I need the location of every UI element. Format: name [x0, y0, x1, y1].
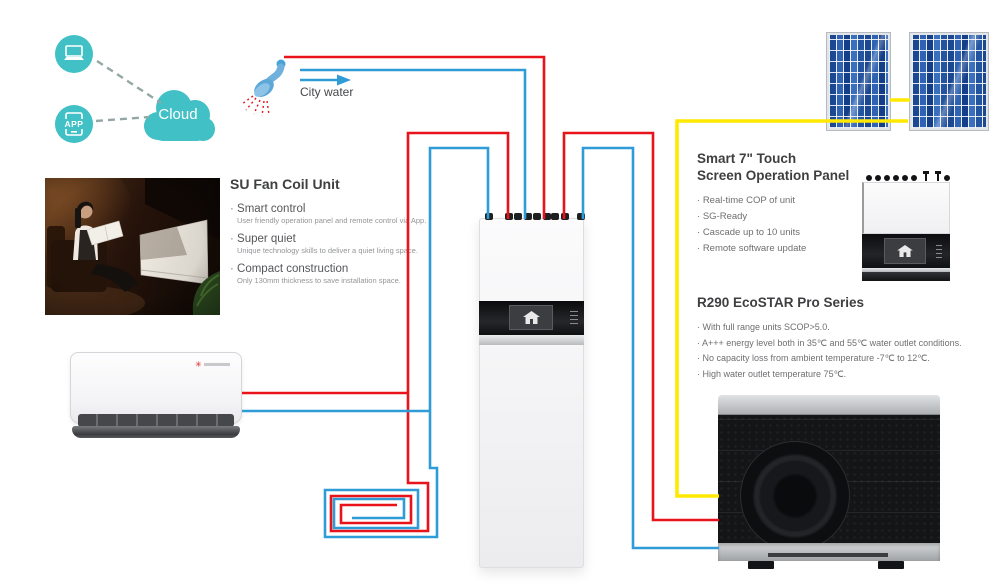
- lifestyle-photo: [45, 178, 220, 315]
- feature-item: Smart control User friendly operation pa…: [230, 203, 435, 225]
- r290-section: R290 EcoSTAR Pro Series With full range …: [697, 294, 995, 382]
- app-label: APP: [64, 119, 84, 129]
- smart-panel-section: Smart 7" Touch Screen Operation Panel Re…: [697, 150, 912, 257]
- brand-logo: ✳: [195, 360, 230, 369]
- fan-coil-section: SU Fan Coil Unit Smart control User frie…: [230, 176, 435, 293]
- pipe-port: [577, 213, 585, 220]
- tower-screen: [509, 305, 553, 330]
- pipe-port: [543, 213, 551, 220]
- cloud-icon: [138, 84, 218, 144]
- heat-pump-outdoor-unit: [718, 395, 940, 571]
- house-icon: [522, 311, 540, 324]
- heat-pump-slot: [768, 553, 888, 557]
- brand-logo-icon: ✳: [195, 360, 202, 369]
- connector-knob: [923, 171, 929, 181]
- pipe-port: [561, 213, 569, 220]
- r290-title: R290 EcoSTAR Pro Series: [697, 295, 865, 310]
- pipe-port: [505, 213, 513, 220]
- device-base: [862, 272, 950, 281]
- solar-panel-icon: [826, 32, 891, 131]
- pipe-port: [485, 213, 493, 220]
- smart-panel-title: Smart 7" Touch Screen Operation Panel: [697, 151, 850, 183]
- laptop-circle: [55, 35, 93, 73]
- wall-fan-coil-unit: ✳: [70, 352, 242, 440]
- connector-knob: [935, 171, 941, 181]
- feature-item: Super quiet Unique technology skills to …: [230, 233, 435, 255]
- smart-panel-bullets: Real-time COP of unit SG-Ready Cascade u…: [697, 193, 912, 257]
- heat-pump-foot: [878, 561, 904, 569]
- fan-icon: [740, 441, 850, 551]
- indoor-tower-unit: [479, 213, 585, 568]
- heat-pump-top-cap: [718, 395, 940, 415]
- tower-display-band: [479, 301, 584, 335]
- city-water-arrow: [337, 74, 351, 86]
- heat-pump-grille: [718, 415, 940, 551]
- app-phone-icon: [65, 112, 83, 136]
- heat-pump-bottom-strip: [718, 543, 940, 561]
- shower-icon: [240, 48, 310, 120]
- fan-coil-grille: [78, 414, 234, 427]
- device-button-dots: [936, 242, 942, 258]
- cloud-label: Cloud: [158, 106, 198, 123]
- app-circle: APP: [55, 105, 93, 143]
- pipe-port: [551, 213, 559, 220]
- connector-knob: [911, 175, 917, 181]
- fan-coil-body: ✳: [70, 352, 242, 424]
- fan-coil-base: [72, 426, 240, 438]
- r290-bullets: With full range units SCOP>5.0. A+++ ene…: [697, 320, 995, 382]
- pipe-port: [533, 213, 541, 220]
- tower-button-dots: [570, 310, 578, 324]
- pipe-port: [514, 213, 522, 220]
- laptop-icon: [64, 45, 84, 60]
- fan-coil-title: SU Fan Coil Unit: [230, 176, 340, 192]
- connector-knob: [944, 175, 950, 181]
- tower-silver-strip: [479, 335, 584, 345]
- feature-item: Compact construction Only 130mm thicknes…: [230, 263, 435, 285]
- solar-panel-icon: [909, 32, 989, 131]
- city-water-label: City water: [300, 85, 354, 99]
- pipe-port: [524, 213, 532, 220]
- heat-pump-foot: [748, 561, 774, 569]
